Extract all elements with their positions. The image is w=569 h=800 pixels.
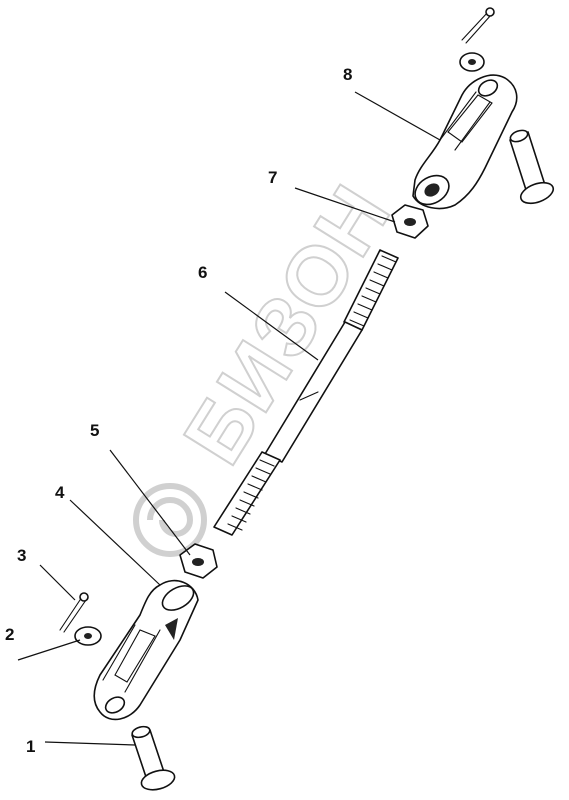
callout-2: 2 — [5, 625, 14, 644]
leader-line-8 — [354, 91, 441, 141]
upper-clevis-pin — [509, 129, 555, 205]
callout-8: 8 — [343, 65, 352, 84]
callout-3: 3 — [17, 546, 26, 565]
lower-cotter-pin — [59, 592, 89, 633]
upper-cotter-pin — [461, 7, 495, 44]
lower-lock-nut — [179, 543, 218, 579]
callout-labels: 1 2 3 4 5 6 7 8 — [5, 65, 352, 756]
leader-lines — [17, 91, 441, 746]
leader-line-2 — [17, 639, 81, 661]
callout-6: 6 — [198, 263, 207, 282]
watermark: БИЗОН — [133, 167, 410, 557]
leader-line-5 — [109, 449, 191, 556]
leader-line-7 — [294, 187, 396, 223]
leader-line-3 — [39, 564, 76, 601]
callout-1: 1 — [26, 737, 35, 756]
callout-5: 5 — [90, 421, 99, 440]
threaded-rod — [213, 249, 399, 536]
leader-line-6 — [224, 291, 319, 361]
lower-clevis-fork — [93, 579, 199, 721]
upper-lock-nut — [391, 204, 429, 239]
leader-line-4 — [69, 499, 161, 586]
upper-clevis-fork — [412, 74, 518, 210]
callout-4: 4 — [55, 483, 65, 502]
leader-line-1 — [44, 741, 136, 746]
lower-clevis-pin — [131, 725, 176, 791]
watermark-logo — [133, 483, 207, 557]
lower-washer — [74, 626, 102, 646]
callout-7: 7 — [268, 168, 277, 187]
upper-washer — [459, 52, 485, 72]
